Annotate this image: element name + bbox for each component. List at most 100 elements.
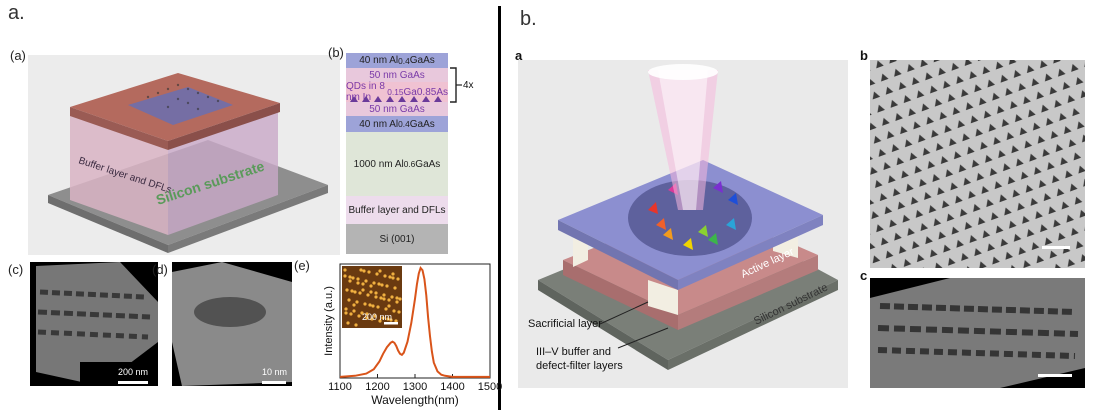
scale-bar-sem	[1042, 246, 1070, 249]
afm-dot	[352, 303, 356, 307]
afm-dot	[373, 314, 377, 318]
afm-dot	[382, 297, 386, 301]
afm-dot	[360, 311, 364, 315]
afm-dot	[378, 319, 382, 323]
afm-dot	[389, 318, 393, 322]
stack-layer-2: 50 nm GaAs	[346, 68, 448, 82]
afm-dot	[352, 309, 356, 313]
afm-dot	[348, 275, 352, 279]
afm-dot	[393, 286, 397, 290]
afm-dot	[344, 311, 348, 315]
afm-dot	[356, 277, 360, 281]
afm-dot	[365, 316, 369, 320]
sacrificial-layer-label: Sacrificial layer	[528, 318, 602, 330]
afm-dot	[348, 279, 352, 283]
afm-dot	[369, 284, 373, 288]
afm-dot	[361, 288, 365, 292]
panel-a-letter: a.	[8, 2, 25, 24]
afm-dot	[344, 307, 348, 311]
afm-dot	[367, 270, 371, 274]
label-e: (e)	[294, 258, 310, 273]
afm-dot	[379, 296, 383, 300]
x-axis-label: Wavelength(nm)	[371, 393, 459, 407]
afm-dot	[388, 275, 392, 279]
inset-scale-label: 200 nm	[362, 312, 392, 322]
afm-dot	[353, 290, 357, 294]
x-tick-label: 1500	[478, 381, 502, 393]
afm-dot	[378, 269, 382, 273]
afm-dot	[368, 303, 372, 307]
afm-dot	[364, 279, 368, 283]
afm-dot	[384, 307, 388, 311]
afm-dot	[394, 319, 398, 323]
afm-dot	[347, 298, 351, 302]
afm-dot	[358, 291, 362, 295]
afm-dot	[398, 297, 402, 301]
x-tick-label: 1200	[365, 381, 389, 393]
afm-dot	[370, 317, 374, 321]
sem-image	[870, 60, 1085, 268]
afm-dot	[371, 304, 375, 308]
afm-dot	[391, 276, 395, 280]
afm-dot	[361, 282, 365, 286]
right-label-b: b	[860, 48, 868, 63]
afm-dot	[377, 282, 381, 286]
device-render-right: Active layer Silicon substrate	[518, 60, 848, 388]
afm-dot	[359, 268, 363, 272]
afm-dot	[374, 295, 378, 299]
inset-scale-bar	[384, 322, 398, 325]
buffer-label-line1: III–V buffer and	[536, 346, 612, 358]
afm-dot	[396, 277, 400, 281]
afm-dot	[356, 281, 360, 285]
afm-dot	[383, 274, 387, 278]
afm-dot	[374, 291, 378, 295]
device-render-left: Buffer layer and DFLs Silicon substrate	[28, 55, 340, 255]
label-d: (d)	[152, 262, 168, 277]
right-label-c: c	[860, 268, 868, 283]
afm-dot	[345, 288, 349, 292]
afm-dot	[365, 312, 369, 316]
tem-image-c	[30, 262, 158, 386]
scale-label-c: 200 nm	[118, 367, 149, 377]
afm-dot	[382, 293, 386, 297]
scale-bar-d	[262, 381, 286, 384]
tem-image-right	[870, 278, 1085, 388]
afm-dot	[343, 268, 347, 272]
stack-layer-8: Si (001)	[346, 224, 448, 254]
afm-dot	[380, 283, 384, 287]
stack-layer-4: 50 nm GaAs	[346, 102, 448, 116]
label-b: (b)	[328, 45, 344, 60]
afm-dot	[375, 272, 379, 276]
afm-dot	[355, 300, 359, 304]
afm-dot	[346, 321, 350, 325]
label-c: (c)	[8, 262, 24, 277]
afm-dot	[381, 316, 385, 320]
afm-dot	[391, 272, 395, 276]
x-tick-label: 1100	[328, 381, 352, 393]
repeat-bracket	[450, 67, 462, 103]
x-tick-label: 1300	[403, 381, 427, 393]
afm-dot	[366, 293, 370, 297]
afm-dot	[362, 269, 366, 273]
afm-dot	[386, 317, 390, 321]
repeat-label: 4x	[463, 80, 474, 91]
y-axis-label: Intensity (a.u.)	[323, 286, 335, 356]
afm-dot	[387, 298, 391, 302]
afm-dot	[387, 304, 391, 308]
afm-dot	[349, 312, 353, 316]
scale-bar-c	[118, 381, 148, 384]
afm-dot	[372, 281, 376, 285]
afm-dot	[354, 323, 358, 327]
buffer-label-line2: defect-filter layers	[536, 360, 623, 372]
afm-dot	[397, 310, 401, 314]
afm-dot	[350, 289, 354, 293]
scale-bar-tem-right	[1038, 374, 1072, 377]
afm-dot	[390, 295, 394, 299]
scale-label-d: 10 nm	[262, 367, 288, 377]
afm-dot	[357, 314, 361, 318]
